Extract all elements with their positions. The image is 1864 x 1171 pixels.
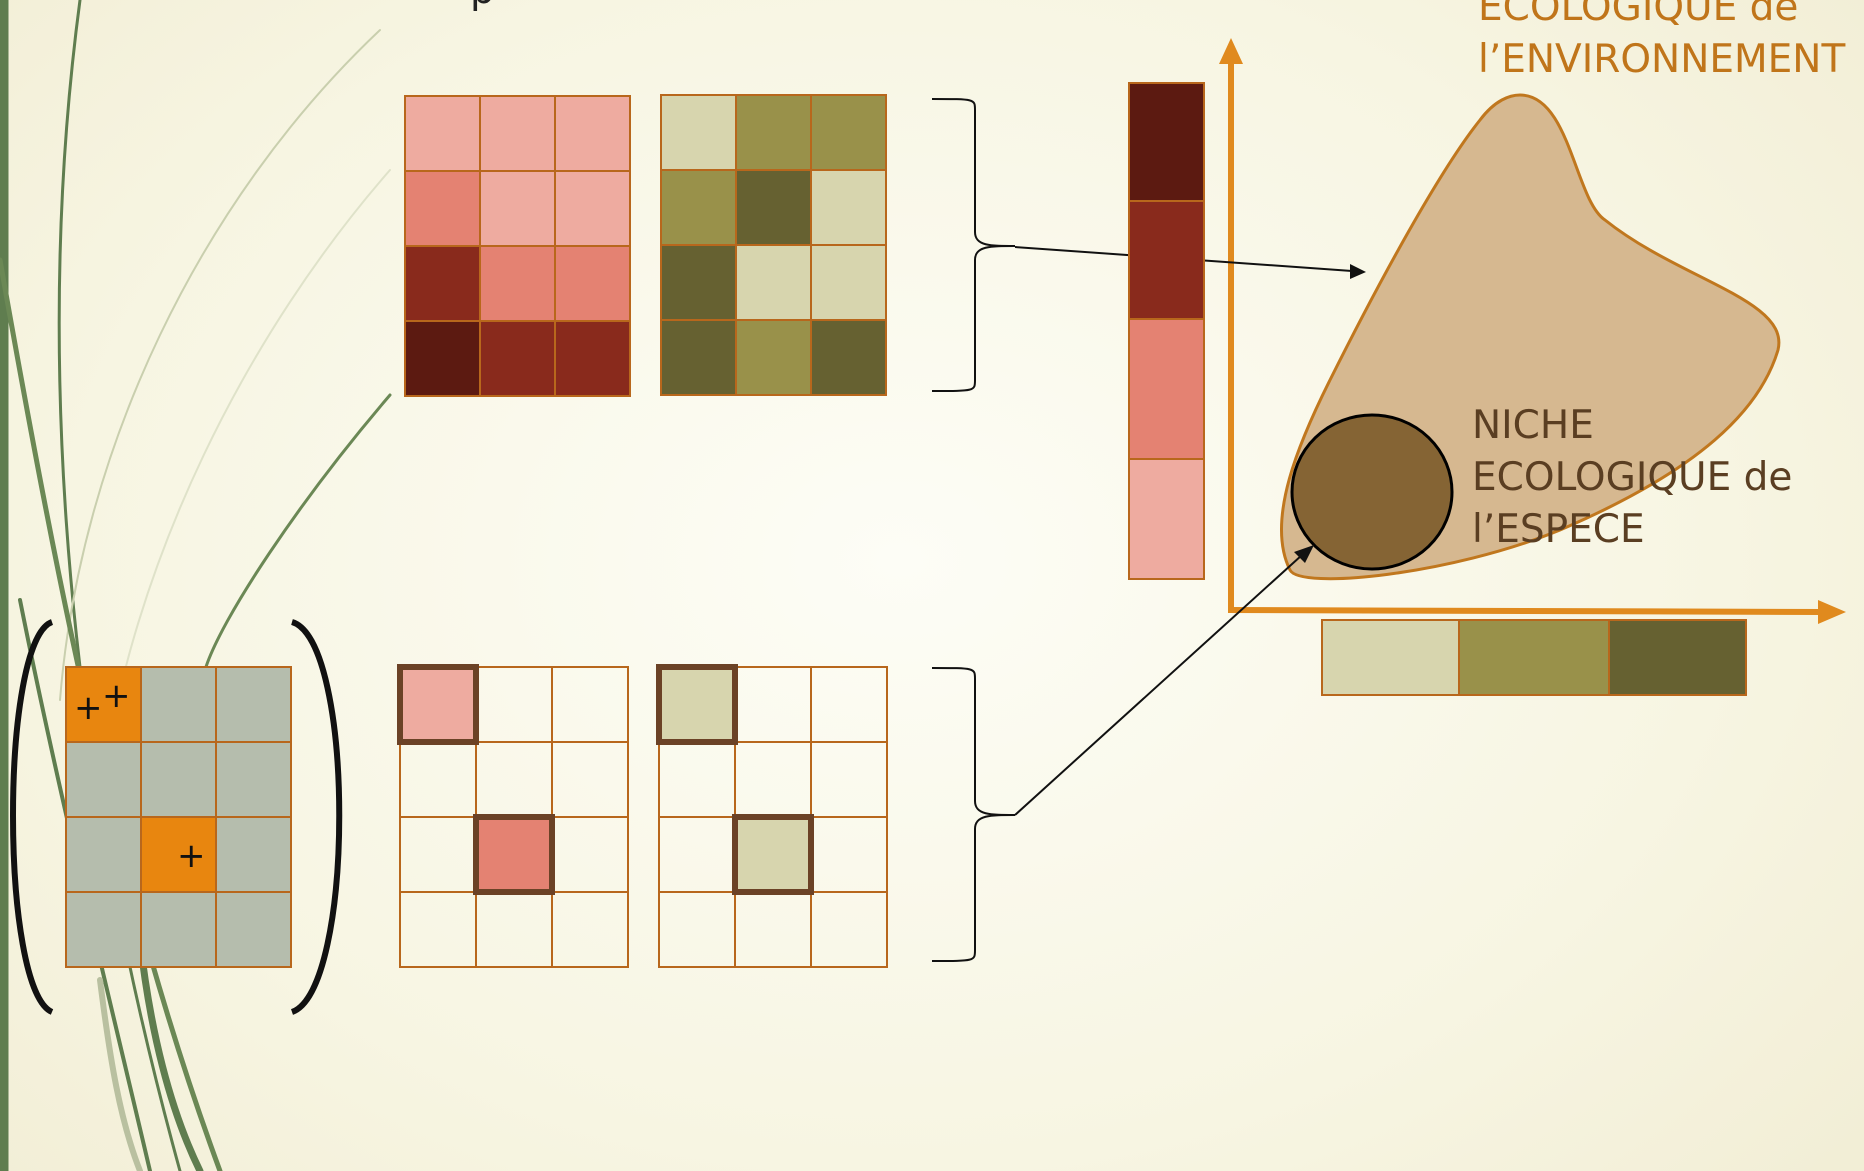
variable-1-grid-cell — [405, 246, 480, 321]
variable-2-sampled-grid-cell — [735, 892, 811, 967]
variable-2-sampled-grid-cell — [811, 892, 887, 967]
variable-1-sampled-grid-highlighted-cell — [476, 817, 552, 892]
variable-2-grid-cell — [736, 320, 811, 395]
variable-1-grid-cell — [405, 96, 480, 171]
arrow-to-environment-head — [1350, 264, 1366, 279]
variable-1-sampled-grid — [400, 667, 628, 967]
absence-cell — [141, 742, 216, 817]
variable-2-sampled-grid-cell — [735, 667, 811, 742]
variable-2-grid-cell — [736, 95, 811, 170]
variable-1-legend-swatch — [1129, 459, 1204, 579]
species-niche-label-line: l’ESPECE — [1472, 504, 1792, 556]
variable-1-sampled-grid-cell — [400, 817, 476, 892]
variable-2-sampled-grid-cell — [659, 742, 735, 817]
variable-1-sampled-grid-cell — [400, 892, 476, 967]
presence-marker: + — [177, 836, 206, 876]
absence-cell — [141, 892, 216, 967]
variable-1-sampled-grid-cell — [400, 742, 476, 817]
environment-niche-label: ECOLOGIQUE de l’ENVIRONNEMENT — [1478, 0, 1845, 86]
variable-1-sampled-grid-cell — [552, 667, 628, 742]
presence-grid: +++ — [66, 667, 291, 967]
variable-1-sampled-grid-cell — [552, 742, 628, 817]
environment-niche-label-line: l’ENVIRONNEMENT — [1478, 34, 1845, 86]
variable-1-legend-swatch — [1129, 83, 1204, 201]
variable-2-sampled-grid-highlighted-cell — [659, 667, 735, 742]
right-parenthesis — [292, 622, 339, 1012]
variable-1-sampled-grid-cell — [552, 817, 628, 892]
variable-2-sampled-grid-cell — [659, 892, 735, 967]
variable-2-legend-swatch — [1459, 620, 1609, 695]
decorative-leaves — [0, 0, 390, 1171]
variable-2-grid-cell — [661, 170, 736, 245]
y-axis-arrowhead — [1219, 38, 1243, 64]
variable-1-grid-cell — [555, 96, 630, 171]
variable-2-sampled-grid-cell — [735, 742, 811, 817]
variable-1-grid-cell — [555, 246, 630, 321]
species-niche-circle — [1292, 415, 1452, 569]
variable-1-legend-swatch — [1129, 201, 1204, 319]
variable-2-grid — [661, 95, 886, 395]
variable-2-grid-cell — [811, 320, 886, 395]
variable-1-sampled-grid-cell — [476, 667, 552, 742]
variable-2-grid-cell — [736, 245, 811, 320]
absence-cell — [216, 817, 291, 892]
top-text-fragment: p — [470, 0, 495, 13]
variable-1-grid-cell — [480, 246, 555, 321]
variable-1-grid — [405, 96, 630, 396]
variable-2-grid-cell — [661, 320, 736, 395]
absence-cell — [216, 667, 291, 742]
variable-1-grid-cell — [480, 96, 555, 171]
top-grid-bracket — [932, 99, 1015, 391]
variable-2-sampled-grid-cell — [659, 817, 735, 892]
variable-2-legend-swatch — [1609, 620, 1746, 695]
variable-1-grid-cell — [555, 321, 630, 396]
variable-1-grid-cell — [405, 321, 480, 396]
variable-1-grid-cell — [480, 171, 555, 246]
variable-1-grid-cell — [555, 171, 630, 246]
variable-2-sampled-grid-cell — [811, 742, 887, 817]
absence-cell — [66, 892, 141, 967]
variable-1-legend-bar — [1129, 83, 1204, 579]
absence-cell — [216, 742, 291, 817]
leaf-blade — [100, 980, 140, 1171]
left-parenthesis — [13, 622, 52, 1012]
absence-cell — [66, 742, 141, 817]
variable-2-legend-bar — [1322, 620, 1746, 695]
variable-2-grid-cell — [811, 95, 886, 170]
variable-1-sampled-grid-cell — [476, 742, 552, 817]
absence-cell — [141, 667, 216, 742]
variable-2-sampled-grid — [659, 667, 887, 967]
absence-cell — [216, 892, 291, 967]
species-niche-label-line: NICHE — [1472, 400, 1792, 452]
x-axis — [1228, 610, 1822, 612]
variable-2-grid-cell — [811, 245, 886, 320]
variable-2-grid-cell — [811, 170, 886, 245]
variable-1-grid-cell — [480, 321, 555, 396]
variable-2-sampled-grid-cell — [811, 667, 887, 742]
variable-1-legend-swatch — [1129, 319, 1204, 459]
variable-2-grid-cell — [736, 170, 811, 245]
species-niche-label: NICHE ECOLOGIQUE de l’ESPECE — [1472, 400, 1792, 556]
bottom-grid-bracket — [932, 668, 1015, 961]
variable-2-sampled-grid-cell — [811, 817, 887, 892]
variable-2-legend-swatch — [1322, 620, 1459, 695]
variable-1-grid-cell — [405, 171, 480, 246]
arrow-to-species — [1015, 555, 1302, 815]
variable-1-sampled-grid-cell — [552, 892, 628, 967]
species-niche-label-line: ECOLOGIQUE de — [1472, 452, 1792, 504]
variable-2-grid-cell — [661, 95, 736, 170]
leaf-blade — [60, 30, 380, 700]
variable-2-sampled-grid-highlighted-cell — [735, 817, 811, 892]
x-axis-arrowhead — [1818, 600, 1846, 624]
absence-cell — [66, 817, 141, 892]
leaf-blade — [205, 395, 390, 670]
variable-1-sampled-grid-cell — [476, 892, 552, 967]
variable-1-sampled-grid-highlighted-cell — [400, 667, 476, 742]
variable-2-grid-cell — [661, 245, 736, 320]
environment-niche-label-line: ECOLOGIQUE de — [1478, 0, 1845, 34]
